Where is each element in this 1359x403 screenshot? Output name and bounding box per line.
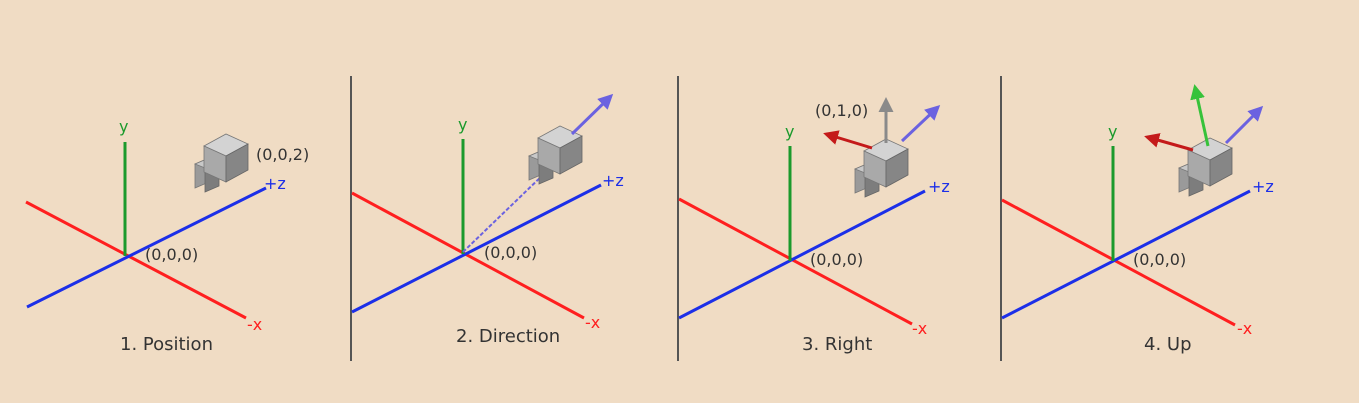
right-arrow-icon <box>823 130 873 150</box>
up-arrow-icon <box>1190 84 1210 147</box>
z-axis-label: +z <box>1252 177 1274 196</box>
z-axis-line <box>26 186 267 309</box>
panel-right: (0,1,0) y +z -x (0,0,0) 3. Right <box>678 97 950 355</box>
z-axis-label: +z <box>602 171 624 190</box>
x-axis-line <box>1001 198 1236 327</box>
y-axis-label: y <box>785 122 794 141</box>
x-axis-label: -x <box>585 313 600 332</box>
direction-arrow-icon <box>900 104 941 143</box>
camera-cube-icon <box>854 138 909 198</box>
panel-caption: 2. Direction <box>456 326 560 347</box>
panel-up: y +z -x (0,0,0) 4. Up <box>1001 84 1274 355</box>
camera-cube-icon <box>528 125 583 185</box>
x-axis-label: -x <box>1237 319 1252 338</box>
x-axis-line <box>25 200 247 320</box>
direction-dashed-line <box>462 171 547 253</box>
origin-label: (0,0,0) <box>810 250 863 269</box>
camera-cube-icon <box>194 133 249 193</box>
camera-cube-icon <box>1178 137 1233 197</box>
panel-position: y +z -x (0,0,0) (0,0,2) 1. Position <box>25 117 309 355</box>
z-axis-line <box>1001 189 1251 320</box>
up-vector-label: (0,1,0) <box>815 101 868 120</box>
z-axis-line <box>351 183 602 314</box>
panel-caption: 1. Position <box>120 334 213 355</box>
right-arrow-icon <box>1144 133 1194 152</box>
y-axis-label: y <box>119 117 128 136</box>
direction-arrow-icon <box>1224 105 1264 145</box>
panel-caption: 4. Up <box>1144 334 1192 355</box>
z-axis-line <box>678 189 926 320</box>
origin-label: (0,0,0) <box>484 243 537 262</box>
z-axis-label: +z <box>264 174 286 193</box>
x-axis-line <box>678 197 913 326</box>
origin-label: (0,0,0) <box>1133 250 1186 269</box>
x-axis-label: -x <box>247 315 262 334</box>
camera-position-label: (0,0,2) <box>256 145 309 164</box>
direction-arrow-icon <box>570 93 614 136</box>
y-axis-label: y <box>1108 122 1117 141</box>
z-axis-label: +z <box>928 177 950 196</box>
panel-caption: 3. Right <box>802 334 872 355</box>
x-axis-line <box>351 191 585 320</box>
panel-direction: y +z -x (0,0,0) 2. Direction <box>351 93 624 347</box>
y-axis-label: y <box>458 115 467 134</box>
x-axis-label: -x <box>912 319 927 338</box>
origin-label: (0,0,0) <box>145 245 198 264</box>
